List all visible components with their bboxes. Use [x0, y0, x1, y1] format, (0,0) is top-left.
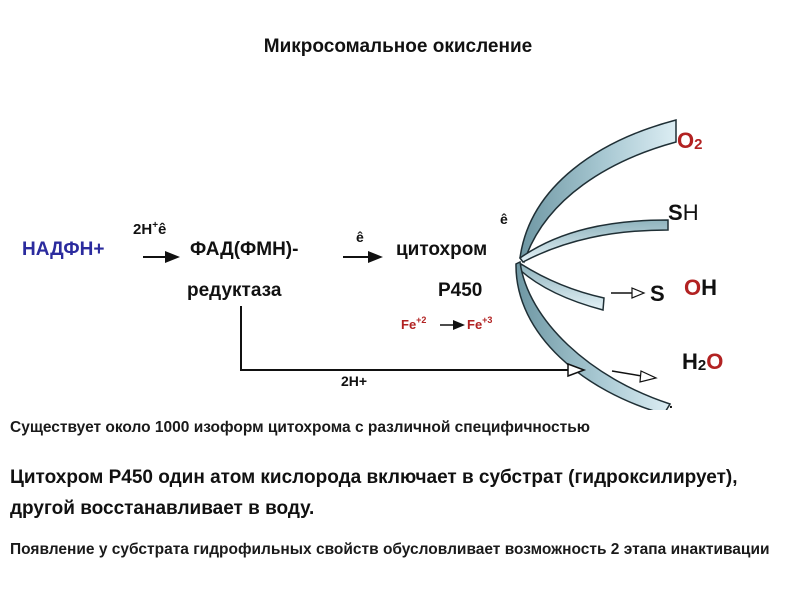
hydrophilic-note: Появление у субстрата гидрофильных свойс… — [10, 541, 770, 558]
sh-label: SH — [668, 200, 699, 225]
arrow-head-s — [631, 287, 646, 299]
isoforms-note: Существует около 1000 изоформ цитохрома … — [10, 419, 591, 436]
arc-band-o2 — [519, 119, 677, 264]
h2o-label: H2O — [682, 349, 723, 374]
p450-function-note: Цитохром Р450 один атом кислорода включа… — [10, 467, 738, 519]
two-h-label: 2Н+ — [341, 373, 367, 389]
diagram-title: Микросомальное окисление — [264, 36, 532, 57]
arrow-head-proton — [567, 362, 587, 378]
dot-mark: . — [669, 395, 673, 410]
oxidation-diagram: Микросомальное окисление НАДФН+ 2Н+ê ФАД… — [22, 36, 723, 410]
arrow-head-1 — [165, 251, 180, 263]
reductase-label: редуктаза — [187, 280, 282, 301]
arrow-head-2 — [368, 251, 383, 263]
arc-band-sh — [518, 219, 669, 263]
arc-band-h2o — [515, 260, 672, 410]
o2-label: O2 — [677, 128, 702, 153]
proton-pathway-line — [240, 306, 578, 371]
s-label: S — [650, 281, 665, 306]
fad-label: ФАД(ФМН)- — [190, 239, 298, 260]
iron-fe2-label: Fe+2 — [401, 315, 426, 332]
arrow-head-h2o — [639, 370, 658, 383]
cytochrome-label: цитохром — [396, 239, 487, 260]
iron-fe3-label: Fe+3 — [467, 315, 492, 332]
proton-electron-label: 2Н+ê — [133, 220, 166, 238]
arrow-head-fe — [453, 320, 465, 330]
p450-label: Р450 — [438, 280, 482, 301]
oh-label: OH — [684, 275, 717, 300]
electron-label-2: ê — [356, 229, 364, 245]
electron-label-3: ê — [500, 211, 508, 227]
nadph-label: НАДФН+ — [22, 239, 104, 260]
arc-band-s — [519, 262, 605, 311]
cytochrome-arc-bands — [515, 119, 677, 410]
